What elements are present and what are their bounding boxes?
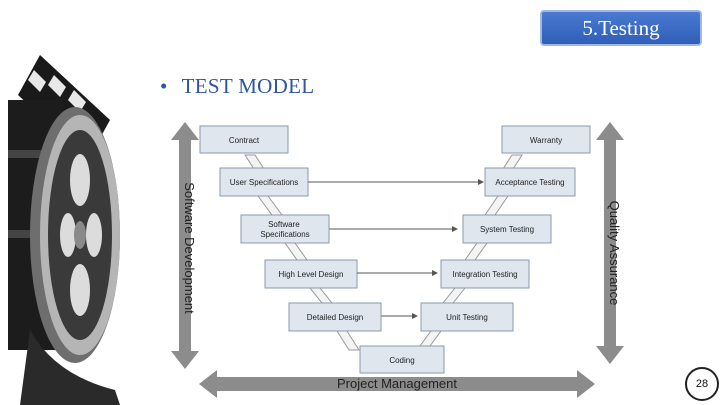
box-unit-testing — [420, 302, 514, 332]
label-detailed-design: Detailed Design — [307, 313, 363, 322]
box-acceptance-testing — [484, 167, 576, 197]
box-integration-testing — [440, 259, 530, 289]
link-arrows — [304, 179, 484, 319]
project-management-arrow — [199, 370, 595, 398]
box-high-level-design — [264, 259, 358, 289]
label-user-specifications: User Specifications — [230, 178, 298, 187]
label-warranty: Warranty — [530, 136, 562, 145]
software-development-arrow — [171, 122, 199, 369]
box-warranty — [501, 125, 591, 154]
label-quality-assurance: Quality Assurance — [607, 201, 622, 306]
bullet-test-model: • TEST MODEL — [160, 74, 314, 99]
label-project-management: Project Management — [337, 376, 457, 391]
label-high-level-design: High Level Design — [279, 270, 344, 279]
label-contract: Contract — [229, 136, 260, 145]
box-coding — [359, 345, 445, 374]
film-reel-icon — [8, 55, 120, 405]
bullet-dot-icon: • — [160, 74, 168, 98]
bullet-text: TEST MODEL — [181, 74, 315, 98]
box-contract — [199, 125, 289, 154]
page-number: 28 — [685, 367, 719, 401]
slide-title: 5.Testing — [540, 10, 702, 46]
box-system-testing — [462, 214, 552, 244]
label-software-specifications: Software Specifications — [260, 220, 309, 239]
label-integration-testing: Integration Testing — [452, 270, 517, 279]
v-model-diagram: Contract User Specifications Software Sp… — [171, 122, 624, 398]
box-software-specifications — [240, 214, 330, 244]
quality-assurance-arrow — [596, 122, 624, 364]
label-acceptance-testing: Acceptance Testing — [495, 178, 564, 187]
label-system-testing: System Testing — [480, 225, 534, 234]
label-unit-testing: Unit Testing — [446, 313, 488, 322]
box-detailed-design — [288, 302, 382, 332]
box-user-specifications — [219, 167, 309, 197]
label-coding: Coding — [389, 356, 414, 365]
label-software-development: Software Development — [182, 182, 197, 314]
